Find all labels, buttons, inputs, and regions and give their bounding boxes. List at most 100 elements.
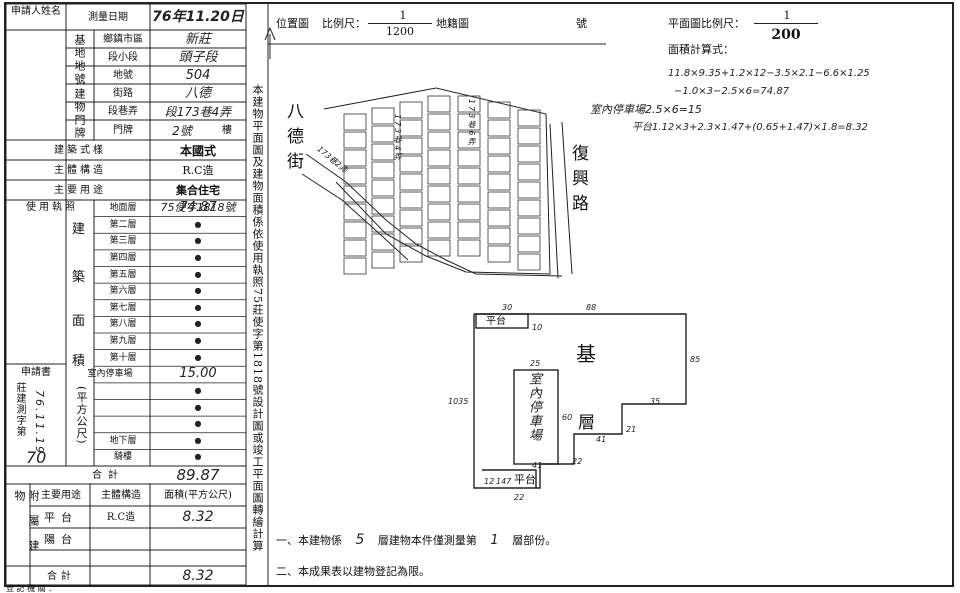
- location-scale-label: 比例尺：: [322, 17, 366, 30]
- calc-line-2: −1.0×3−2.5×6=74.87: [674, 86, 790, 97]
- floor-area-value: ●: [194, 336, 202, 345]
- application-date: 76.11.19: [33, 390, 46, 455]
- label-applicant-name: 申請人姓名: [11, 6, 61, 17]
- floor-name: 第五層: [109, 269, 137, 280]
- floor-name: 地下層: [109, 435, 137, 446]
- plan-scale-label: 平面圖比例尺：: [668, 17, 745, 30]
- annex-area-1: 8.32: [182, 509, 214, 525]
- label-door: 建物門牌: [73, 88, 86, 140]
- floor-name: 第四層: [109, 252, 137, 263]
- plan-scale-bar: [754, 23, 818, 24]
- header-area: 面積(平方公尺): [164, 490, 232, 501]
- label-survey-date: 測量日期: [88, 12, 128, 23]
- lane-label-2: 173巷6弄: [467, 99, 476, 148]
- annex-structure-1: R.C造: [106, 512, 136, 523]
- label-unit: (平方公尺): [75, 386, 88, 445]
- label-attached: 附屬建物: [13, 490, 40, 565]
- structure-value: R.C造: [182, 164, 214, 177]
- dim-2: 88: [586, 303, 597, 312]
- floor-name: 第八層: [109, 319, 137, 330]
- application-text: 莊建測字第: [14, 382, 25, 437]
- number-value: 2號: [172, 124, 192, 138]
- township-value: 新莊: [184, 32, 211, 47]
- note-2: 二、本成果表以建物登記為限。: [276, 565, 430, 578]
- floor-area-value: ●: [194, 435, 202, 445]
- dim-15: 22: [514, 493, 525, 502]
- floor-area-value: ●: [194, 402, 202, 412]
- label-style: 建築式樣: [54, 145, 106, 156]
- location-map-drawing: [264, 26, 573, 279]
- permit-value: 75使字1818號: [160, 201, 236, 214]
- note-1: 一、本建物係 5 層建物本件僅測量第 1 層部份。: [276, 532, 557, 548]
- label-permit: 使用執照: [26, 202, 78, 213]
- section-value: 頭子段: [178, 50, 218, 65]
- street-right-label: 復興路: [568, 144, 588, 219]
- calc-line-3: 室內停車場2.5×6=15: [590, 103, 702, 116]
- dim-14: 12: [484, 477, 495, 486]
- dim-13: 147: [496, 477, 512, 486]
- annex-total: 8.32: [182, 568, 214, 584]
- label-township: 鄉鎮市區: [103, 34, 143, 45]
- note-1-floors: 5: [355, 532, 365, 548]
- calc-line-1: 11.8×9.35+1.2×12−3.5×2.1−6.6×1.25: [668, 68, 870, 79]
- note-1-floor: 1: [490, 533, 499, 548]
- note-1-prefix: 一、本建物係: [276, 534, 342, 547]
- floor-name: 第三層: [109, 236, 137, 247]
- table-grid: [6, 4, 606, 585]
- location-scale-bar: [368, 23, 432, 24]
- label-floor: 樓: [222, 125, 232, 136]
- note-1-suffix: 層部份。: [512, 534, 557, 547]
- style-value: 本國式: [179, 144, 216, 158]
- floor-area-value: ●: [194, 219, 202, 229]
- floor-name: 第六層: [109, 286, 137, 297]
- floor-area-value: ●: [194, 236, 202, 246]
- floor-area-value: ●: [194, 252, 202, 262]
- location-map-label: 位置圖: [276, 17, 309, 30]
- plan-scale-den: 200: [771, 27, 801, 43]
- annex-use-1: 平台: [44, 511, 78, 524]
- plan-label-platform-top: 平台: [486, 316, 506, 327]
- label-lot: 基地地號: [73, 34, 86, 86]
- label-lot-no: 地號: [113, 70, 133, 81]
- number-label: 號: [576, 17, 587, 30]
- calc-line-4: 平台1.12×3+2.3×1.47+(0.65+1.47)×1.8=8.32: [632, 122, 868, 133]
- street-value: 八德: [184, 86, 211, 101]
- plan-label-parking: 室內停車場: [526, 372, 541, 442]
- floor-name: 第二層: [109, 219, 137, 230]
- lane-value: 段173巷4弄: [164, 105, 232, 119]
- floor-area-value: ●: [194, 385, 202, 395]
- label-section: 段小段: [108, 52, 138, 63]
- label-lane: 段巷弄: [108, 106, 138, 117]
- location-scale-num: 1: [399, 9, 407, 22]
- floor-area-value: 74.87: [179, 200, 217, 215]
- lane-label-3: 173巷4弄: [393, 114, 402, 163]
- label-application: 申請書: [21, 367, 51, 378]
- annex-label-total: 合計: [47, 571, 75, 582]
- survey-sheet: 申請人姓名 測量日期 76年11.20日 基地地號 鄉鎮市區 新莊 段小段 頭子…: [4, 2, 954, 587]
- dim-11: 22: [572, 457, 583, 466]
- label-number: 門牌: [113, 125, 133, 136]
- calc-label: 面積計算式：: [668, 43, 734, 56]
- plan-label-floor: 層: [578, 413, 595, 433]
- label-structure: 主體構造: [54, 165, 106, 176]
- dim-12: 41: [532, 461, 543, 470]
- floor-area-value: ●: [194, 302, 202, 312]
- label-street: 街路: [113, 88, 133, 99]
- floor-name: 騎樓: [113, 452, 132, 463]
- location-scale-den: 1200: [386, 25, 414, 38]
- street-left-label: 八德街: [283, 102, 303, 177]
- floor-area-value: ●: [194, 286, 202, 296]
- dim-8: 60: [562, 413, 573, 422]
- floor-area-value: 15.00: [179, 366, 217, 382]
- plan-label-base: 基: [576, 342, 596, 366]
- footer-text: 登 記 機 關 ：: [6, 584, 57, 593]
- annex-use-2: 陽台: [44, 533, 78, 546]
- floor-name: 第九層: [109, 336, 137, 346]
- floor-area-value: ●: [194, 319, 202, 329]
- floor-name: 第七層: [109, 302, 137, 313]
- header-use: 主要用途: [41, 490, 81, 501]
- use-value: 集合住宅: [176, 184, 220, 197]
- dim-7: 35: [650, 397, 661, 406]
- floor-area-value: ●: [194, 452, 202, 462]
- dim-6: 1035: [448, 397, 469, 406]
